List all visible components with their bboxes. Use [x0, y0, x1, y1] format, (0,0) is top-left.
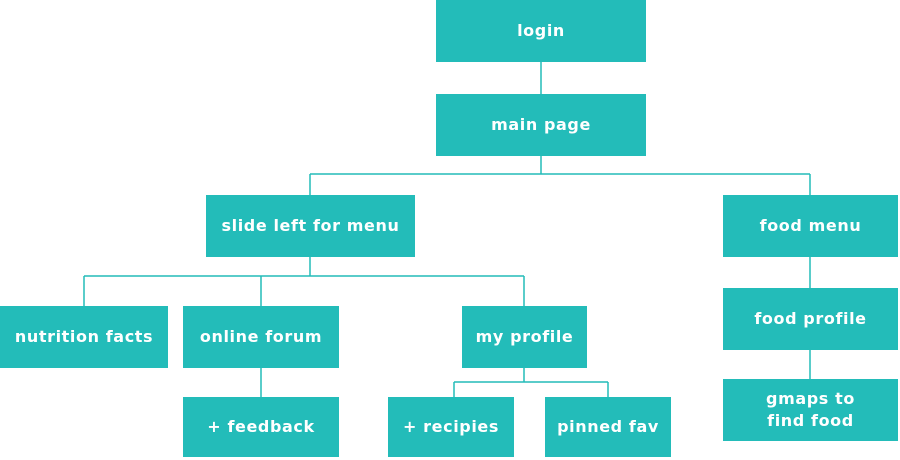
- login-node: login: [436, 0, 646, 62]
- slide-menu-node: slide left for menu: [206, 195, 415, 257]
- my-profile-node: my profile: [462, 306, 587, 368]
- food-profile-node: food profile: [723, 288, 898, 350]
- recipies-node: + recipies: [388, 397, 514, 457]
- food-menu-node: food menu: [723, 195, 898, 257]
- gmaps-node: gmaps to find food: [723, 379, 898, 441]
- online-forum-node: online forum: [183, 306, 339, 368]
- nutrition-facts-node: nutrition facts: [0, 306, 168, 368]
- feedback-node: + feedback: [183, 397, 339, 457]
- pinned-fav-node: pinned fav: [545, 397, 671, 457]
- main-page-node: main page: [436, 94, 646, 156]
